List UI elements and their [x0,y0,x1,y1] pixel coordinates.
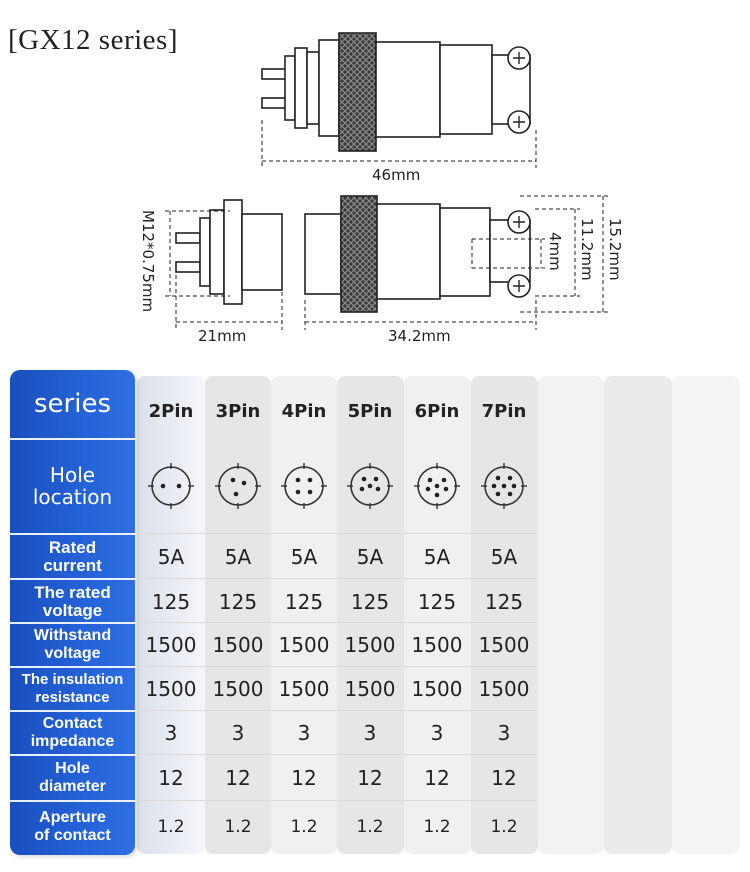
cell-rated-voltage: 125 [417,589,457,614]
cell-series: 6Pin [414,400,460,422]
cell-contact-impedance: 3 [297,721,311,745]
pin-layout-icon [414,463,460,509]
socket-side-view [175,199,283,305]
cell-rated-current: 5A [224,544,252,569]
cell-insulation-resistance: 1500 [478,677,530,701]
pin-layout-icon [215,463,261,509]
dim-socket-length: 21mm [198,327,246,345]
cell-withstand-voltage: 1500 [478,633,530,657]
cell-contact-impedance: 3 [164,721,178,745]
cell-withstand-voltage: 1500 [344,633,396,657]
cell-withstand-voltage: 1500 [278,633,330,657]
cell-aperture: 1.2 [423,817,451,837]
cell-hole-diameter: 12 [225,766,251,790]
dim-plug-length: 34.2mm [388,327,451,345]
cell-aperture: 1.2 [224,817,252,837]
cell-series: 2Pin [148,400,194,422]
cell-withstand-voltage: 1500 [411,633,463,657]
cell-insulation-resistance: 1500 [411,677,463,701]
cell-rated-voltage: 125 [350,589,390,614]
cell-series: 3Pin [215,400,261,422]
cell-contact-impedance: 3 [497,721,511,745]
cell-rated-current: 5A [356,544,384,569]
cell-aperture: 1.2 [356,817,384,837]
plug-side-view [304,195,531,313]
cell-contact-impedance: 3 [430,721,444,745]
connector-dimension-drawing: 46mm M12*0.75mm 21mm [139,32,624,345]
cell-rated-current: 5A [423,544,451,569]
header-series: series [34,389,111,419]
cell-insulation-resistance: 1500 [278,677,330,701]
cell-rated-current: 5A [490,544,518,569]
cell-rated-voltage: 125 [284,589,324,614]
cell-contact-impedance: 3 [231,721,245,745]
cell-aperture: 1.2 [490,817,518,837]
cell-rated-current: 5A [290,544,318,569]
assembled-connector-side-view [261,32,531,152]
cell-hole-diameter: 12 [291,766,317,790]
cell-rated-current: 5A [157,544,185,569]
cell-withstand-voltage: 1500 [212,633,264,657]
dim-total-length: 46mm [372,166,420,184]
cell-contact-impedance: 3 [363,721,377,745]
cell-hole-diameter: 12 [424,766,450,790]
page-title: [GX12 series] [8,24,178,56]
cell-series: 5Pin [347,400,393,422]
pin-layout-icon [148,463,194,509]
cell-rated-voltage: 125 [484,589,524,614]
cell-insulation-resistance: 1500 [145,677,197,701]
pin-layout-icon [281,463,327,509]
cell-hole-diameter: 12 [491,766,517,790]
cell-insulation-resistance: 1500 [212,677,264,701]
cell-rated-voltage: 125 [151,589,191,614]
cell-series: 7Pin [481,400,527,422]
cell-hole-diameter: 12 [158,766,184,790]
cell-aperture: 1.2 [290,817,318,837]
cell-series: 4Pin [281,400,327,422]
cell-aperture: 1.2 [157,817,185,837]
length-dimension [261,120,537,168]
cell-insulation-resistance: 1500 [344,677,396,701]
dim-thread: M12*0.75mm [139,210,157,312]
dim-clamp: 4mm [546,232,564,271]
cell-rated-voltage: 125 [218,589,258,614]
cell-withstand-voltage: 1500 [145,633,197,657]
pin-layout-icon [481,463,527,509]
pin-layout-icon [347,463,393,509]
dim-outer-dia: 15.2mm [606,218,624,281]
dim-inner-dia: 11.2mm [578,218,596,281]
cell-hole-diameter: 12 [357,766,383,790]
